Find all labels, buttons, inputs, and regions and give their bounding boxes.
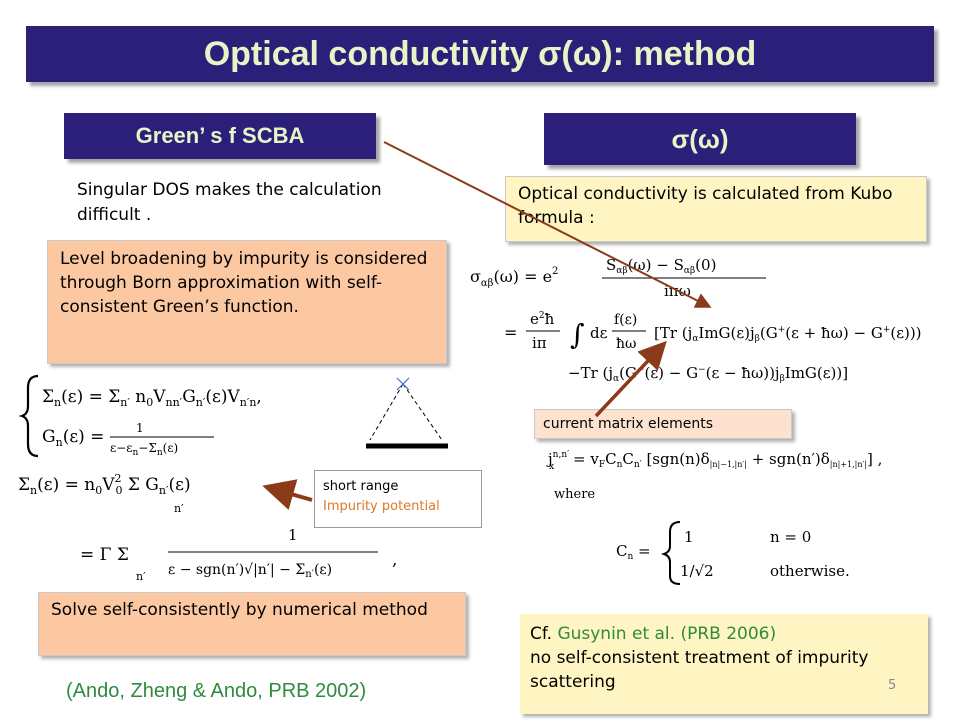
svg-text:f(ε): f(ε)	[614, 312, 637, 328]
impurity-potential-label: Impurity potential	[323, 499, 440, 514]
svg-text:e2ħ: e2ħ	[530, 310, 555, 328]
svg-text:Sαβ(ω) − Sαβ(0): Sαβ(ω) − Sαβ(0)	[606, 256, 716, 276]
svg-text:1: 1	[684, 528, 694, 546]
svg-text:1/√2: 1/√2	[680, 562, 714, 580]
equation-comma: ,	[392, 550, 398, 570]
born-diagram	[366, 377, 448, 449]
slide-title: Optical conductivity σ(ω): method	[26, 26, 934, 82]
svg-text:= Γ Σ: = Γ Σ	[80, 545, 129, 565]
svg-text:where: where	[554, 487, 595, 502]
svg-text:iπ: iπ	[532, 334, 547, 352]
svg-text:1: 1	[136, 421, 144, 435]
svg-text:[Tr (jαImG(ε)jβ(G+(ε + ħω) − G: [Tr (jαImG(ε)jβ(G+(ε + ħω) − G+(ε)))	[654, 324, 922, 344]
svg-text:dε: dε	[590, 324, 608, 342]
citation: (Ando, Zheng & Ando, PRB 2002)	[66, 680, 367, 702]
short-range-box: short range Impurity potential	[314, 470, 482, 528]
svg-text:Cn =: Cn =	[616, 542, 651, 562]
svg-text:ħω: ħω	[616, 336, 636, 352]
current-arrow	[594, 340, 667, 418]
cf-reference: (PRB 2006)	[675, 624, 777, 644]
scba-equations: Σn(ε) = Σn′ n0Vnn′Gn′(ε)Vn′n, Gn(ε) = 1 …	[18, 374, 378, 583]
intro-text: Singular DOS makes the calculation diffi…	[77, 180, 382, 225]
current-matrix-equation: jn,n′x = vFCnCn′ [sgn(n)δ|n|−1,|n′| + sg…	[546, 450, 882, 585]
svg-text:Σn(ε) = Σn′ n0Vnn′Gn′(ε)Vn′n,: Σn(ε) = Σn′ n0Vnn′Gn′(ε)Vn′n,	[42, 387, 262, 409]
kubo-formula: σαβ(ω) = e2 Sαβ(ω) − Sαβ(0) iπω = e2ħ iπ…	[470, 256, 922, 384]
greens-function-header: Green’ s f SCBA	[64, 113, 376, 159]
svg-text:=: =	[504, 323, 517, 342]
svg-text:n′: n′	[136, 570, 146, 583]
svg-text:n′: n′	[174, 502, 184, 515]
link-arrow	[383, 141, 712, 308]
short-range-label: short range	[323, 479, 399, 494]
short-range-arrow	[262, 479, 313, 510]
cf-authors: Gusynin et al.	[557, 624, 676, 644]
cf-prefix: Cf.	[530, 624, 558, 644]
svg-text:n = 0: n = 0	[770, 528, 811, 546]
current-matrix-label: current matrix elements	[534, 409, 792, 439]
cf-note: no self-consistent treatment of impurity…	[530, 648, 869, 692]
svg-text:otherwise.: otherwise.	[770, 562, 850, 580]
solve-box: Solve self-consistently by numerical met…	[38, 592, 466, 656]
sigma-omega-header: σ(ω)	[544, 113, 856, 165]
svg-text:1: 1	[288, 526, 298, 544]
kubo-formula-box: Optical conductivity is calculated from …	[505, 176, 927, 242]
cf-box: Cf. Gusynin et al. (PRB 2006) no self-co…	[520, 614, 928, 714]
svg-text:∫: ∫	[570, 318, 585, 351]
svg-text:ε − sgn(n′)√|n′| − Σn′(ε): ε − sgn(n′)√|n′| − Σn′(ε)	[168, 562, 332, 580]
svg-text:jn,n′x = vFCnCn′ [sgn(n)δ|n|−1: jn,n′x = vFCnCn′ [sgn(n)δ|n|−1,|n′| + sg…	[546, 450, 882, 472]
born-approximation-box: Level broadening by impurity is consider…	[47, 240, 447, 364]
page-number: 5	[888, 678, 897, 693]
